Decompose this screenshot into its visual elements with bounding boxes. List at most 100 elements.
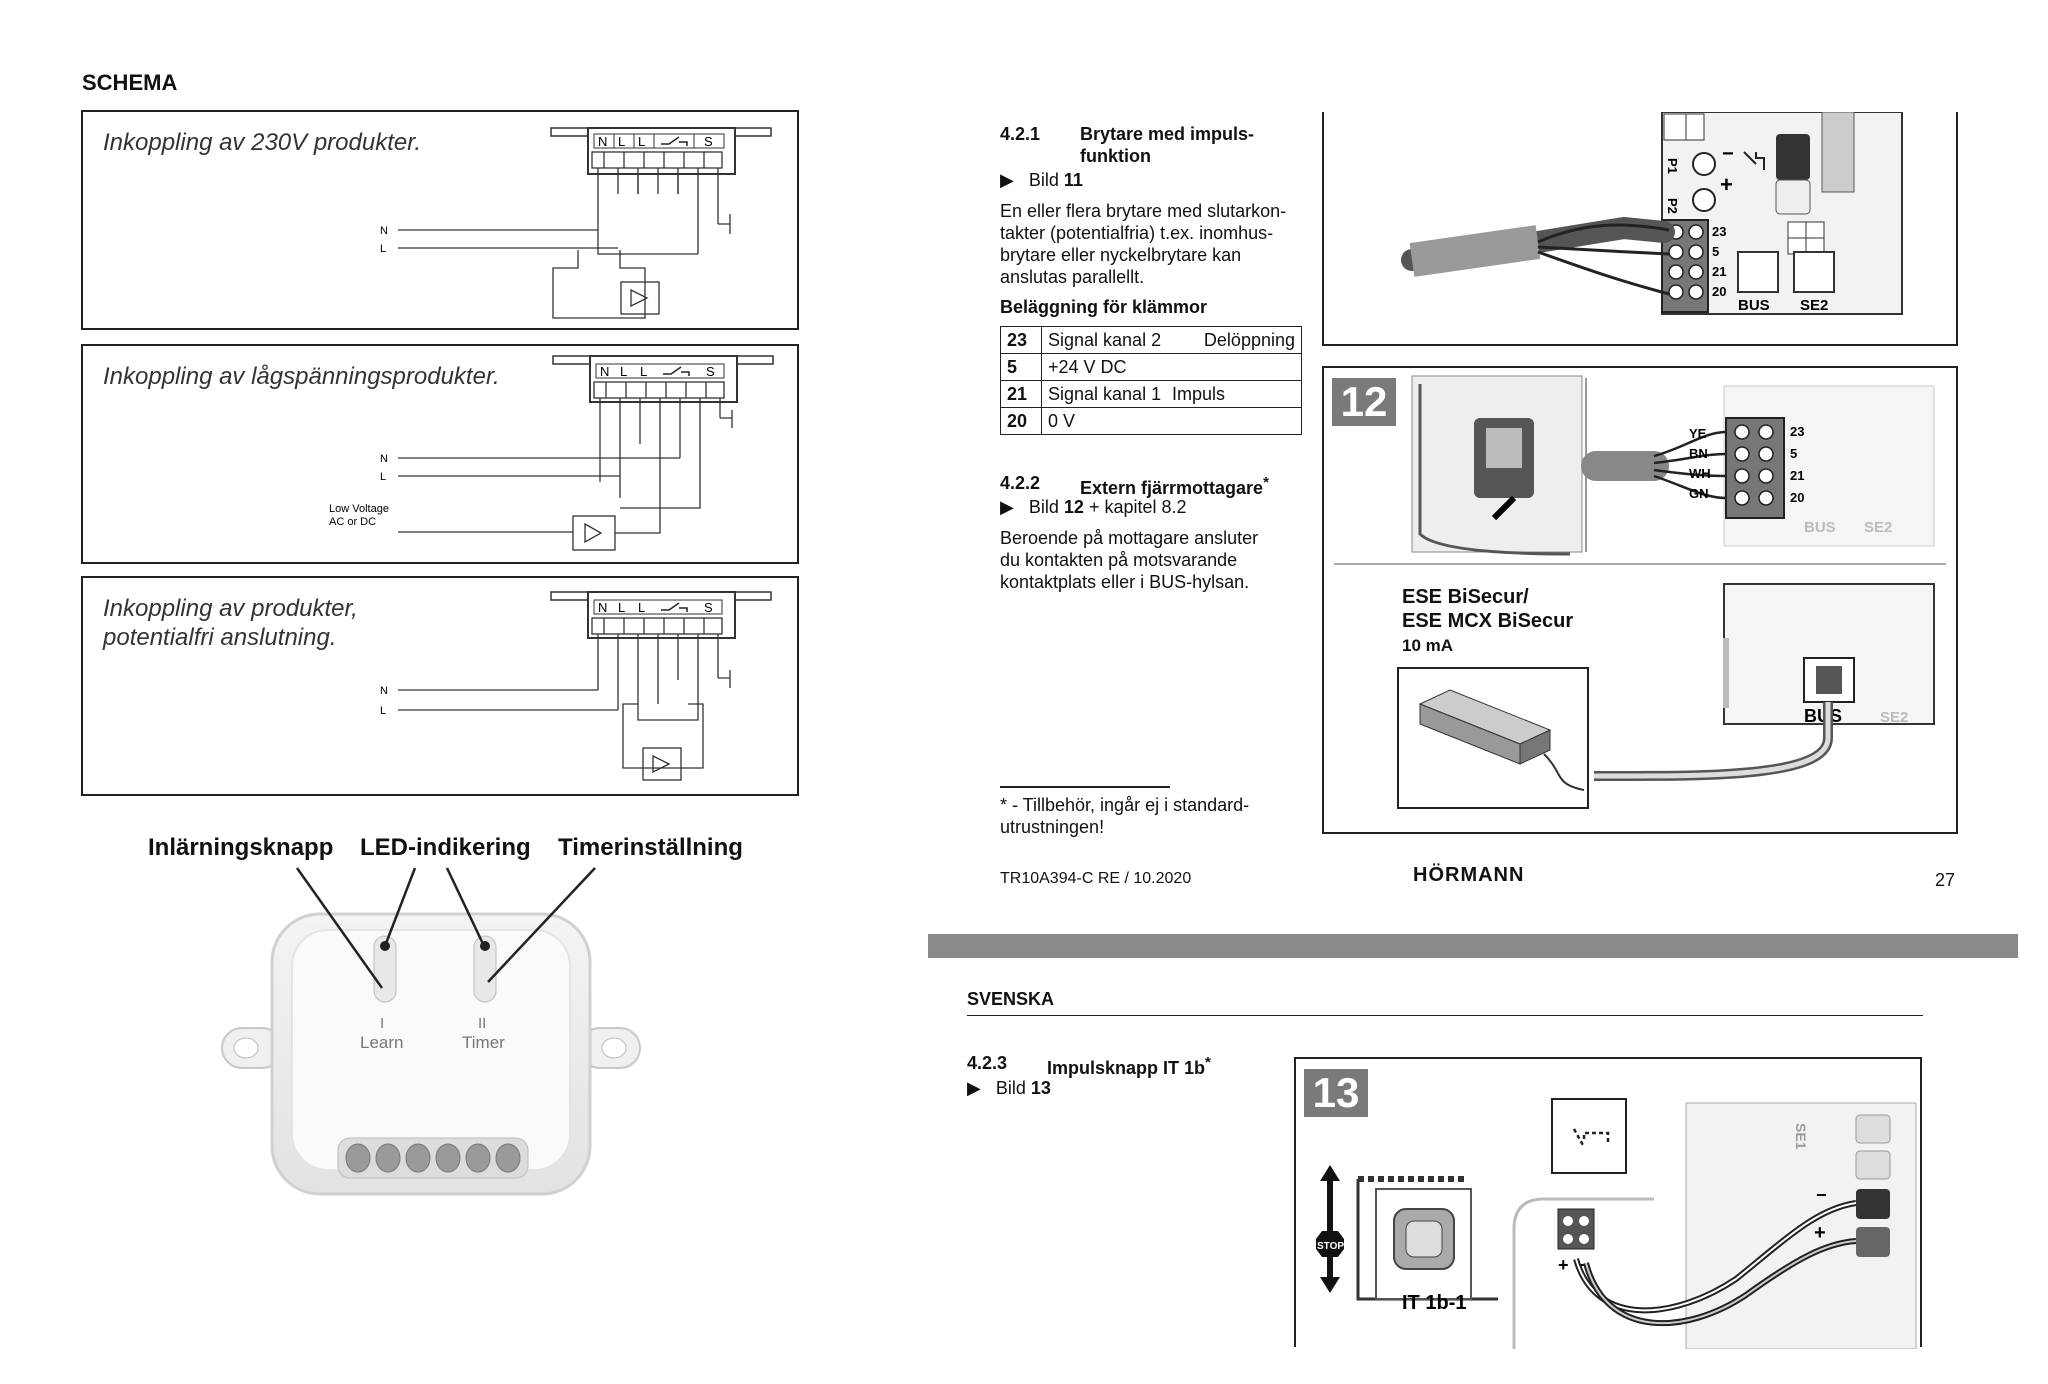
schema-box-low-voltage: Inkoppling av lågspänningsprodukter. N L… (81, 344, 799, 564)
footnote: * - Tillbehör, ingår ej i standard- utru… (1000, 794, 1249, 838)
ese-title-line2: ESE MCX BiSecur (1402, 610, 1574, 632)
ese-current: 10 mA (1402, 636, 1454, 655)
table-cell: +24 V DC (1041, 353, 1302, 381)
para-421-line: brytare eller nyckelbrytare kan (1000, 245, 1242, 265)
terminal-label-l1: L (618, 134, 625, 149)
bild-13-prefix: Bild (995, 1078, 1026, 1098)
figure-12: 12 23 5 21 20 BUS SE2 YE BN WH GN B (1322, 366, 1958, 834)
ese-title-line1: ESE BiSecur/ (1402, 586, 1529, 608)
fig12-bus-faded: BUS (1804, 519, 1836, 536)
table-row: 20 0 V (1000, 407, 1302, 435)
language-rule (967, 1015, 1923, 1016)
wire-wh: WH (1689, 466, 1711, 481)
triangle-icon: ▶ (967, 1078, 981, 1098)
footnote-line: utrustningen! (1000, 817, 1105, 837)
table-cell: Signal kanal 2 Delöppning (1041, 326, 1302, 354)
low-voltage-label-line1: Low Voltage (329, 503, 389, 515)
terminal-label-l2: L (638, 134, 645, 149)
triangle-icon: ▶ (1000, 497, 1014, 517)
schema-title-potential-free-line2: potentialfri anslutning. (103, 624, 337, 651)
terminal-num-20: 20 (1712, 284, 1726, 299)
bild-12-prefix: Bild (1028, 497, 1059, 517)
para-421-line: anslutas parallellt. (1000, 267, 1145, 287)
footnote-line: * - Tillbehör, ingår ej i standard- (1000, 795, 1250, 815)
label-n-2: N (380, 453, 388, 465)
footer-page-number: 27 (1935, 870, 1956, 890)
bild-11-number: 11 (1063, 170, 1083, 190)
bild-12-ref: ▶ Bild 12 + kapitel 8.2 (1000, 496, 1187, 518)
low-voltage-label-line2: AC or DC (329, 516, 376, 528)
section-421-title-line2: funktion (1080, 146, 1151, 166)
figure-11: P1 P2 − + 23 5 21 20 BUS SE2 (1322, 112, 1958, 346)
terminal-label-l1-2: L (620, 364, 627, 379)
para-421-line: takter (potentialfria) t.ex. inomhus- (1000, 223, 1274, 243)
cell-text: Signal kanal 2 (1048, 329, 1162, 350)
timer-text: Timer (462, 1033, 505, 1052)
wire-ye: YE (1689, 426, 1707, 441)
label-l-2: L (380, 471, 386, 483)
cell-text: Delöppning (1203, 329, 1295, 350)
fig12-terminal-5: 5 (1790, 446, 1797, 461)
terminal-label-n-2: N (600, 364, 609, 379)
fig12-se2-faded: SE2 (1864, 519, 1892, 536)
timer-numeral: II (478, 1015, 486, 1032)
figure-12-drawing: 23 5 21 20 BUS SE2 YE BN WH GN BUS SE2 (1334, 375, 1946, 809)
section-423-title: Impulsknapp IT 1b* (1047, 1052, 1211, 1079)
wire-gn: GN (1689, 486, 1709, 501)
footnote-rule (1000, 786, 1170, 788)
cell-text: +24 V DC (1048, 356, 1127, 377)
table-cell: 23 (1000, 326, 1042, 354)
section-423-title-text: Impulsknapp IT 1b (1047, 1058, 1206, 1078)
wiring-diagram-low-voltage: N L L S N L Low Voltage AC or DC (329, 355, 774, 551)
schema-title-low-voltage: Inkoppling av lågspänningsprodukter. (103, 363, 500, 390)
plus-sign-right: + (1814, 1222, 1826, 1244)
asterisk: * (1205, 1054, 1211, 1071)
table-row: 5 +24 V DC (1000, 353, 1302, 381)
para-422-line: du kontakten på motsvarande (1000, 550, 1238, 570)
wire-bn: BN (1689, 446, 1708, 461)
terminal-label-l2-3: L (638, 600, 645, 615)
minus-sign: − (1722, 143, 1734, 165)
table-cell: 20 (1000, 407, 1042, 435)
minus-sign-left: − (1576, 1255, 1587, 1275)
terminal-num-5: 5 (1712, 244, 1719, 259)
plus-sign-left: + (1558, 1255, 1569, 1275)
footer-doc-id: TR10A394-C RE / 10.2020 (1000, 870, 1192, 887)
terminal-label-n-3: N (598, 600, 607, 615)
terminal-table-title: Beläggning för klämmor (1000, 297, 1208, 317)
wiring-diagram-potential-free: N L L S N L (380, 591, 772, 781)
learn-text: Learn (360, 1033, 403, 1052)
schema-title-230v: Inkoppling av 230V produkter. (103, 129, 421, 156)
learn-numeral: I (380, 1015, 384, 1032)
schema-title-potential-free-line1: Inkoppling av produkter, (103, 595, 358, 622)
terminal-label-s-3: S (704, 600, 713, 615)
cell-text: Signal kanal 1 (1048, 383, 1162, 404)
table-cell: 5 (1000, 353, 1042, 381)
fig12-terminal-20: 20 (1790, 490, 1804, 505)
schema-heading: SCHEMA (82, 70, 178, 95)
label-timer-setting: Timerinställning (558, 834, 743, 861)
bild-13-number: 13 (1030, 1078, 1051, 1098)
section-423-number: 4.2.3 (967, 1053, 1008, 1073)
asterisk: * (1263, 474, 1269, 491)
se1-label: SE1 (1793, 1123, 1809, 1150)
bild-13-ref: ▶ Bild 13 (967, 1077, 1051, 1099)
triangle-icon: ▶ (1000, 170, 1014, 190)
page-divider-bar (928, 934, 2018, 958)
table-cell: 21 (1000, 380, 1042, 408)
footer-brand-logo: HÖRMANN (1413, 864, 1525, 886)
label-learn-button: Inlärningsknapp (148, 834, 334, 861)
cell-text: 0 V (1048, 410, 1076, 431)
bild-11-ref: ▶ Bild 11 (1000, 169, 1083, 191)
section-422-title-text: Extern fjärrmottagare (1080, 478, 1264, 498)
label-n-1: N (380, 225, 388, 237)
terminal-label-s: S (704, 134, 713, 149)
schema-box-230v: Inkoppling av 230V produkter. N L L S N … (81, 110, 799, 330)
wiring-diagram-230v: N L L S N L (380, 127, 772, 319)
device-illustration: I Learn II Timer (221, 867, 641, 1196)
section-421-title-line1: Brytare med impuls- (1080, 124, 1255, 144)
language-heading: SVENSKA (967, 989, 1055, 1009)
para-421-line: En eller flera brytare med slutarkon- (1000, 201, 1287, 221)
